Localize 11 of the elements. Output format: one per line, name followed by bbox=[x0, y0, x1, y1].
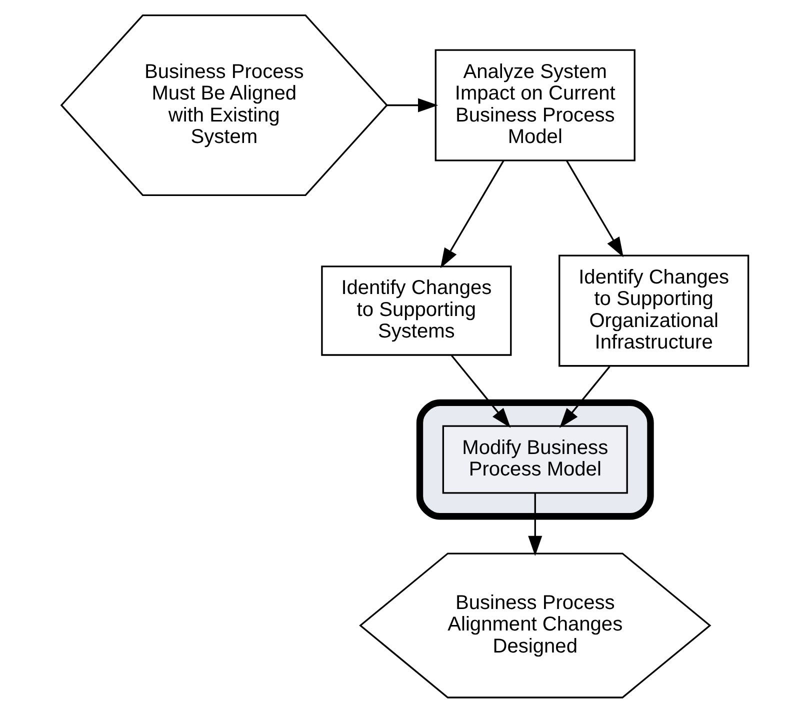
arrow bbox=[528, 493, 542, 556]
arrow bbox=[559, 366, 610, 428]
cluster bbox=[416, 399, 654, 520]
node-box: Identify Changes to Supporting Systems bbox=[320, 266, 512, 356]
node-box: Identify Changes to Supporting Organizational Infrastructure bbox=[558, 254, 749, 367]
arrow bbox=[565, 160, 623, 258]
arrow bbox=[386, 98, 438, 112]
node-box: Analyze System Impact on Current Business Process Model bbox=[434, 49, 635, 162]
arrow bbox=[440, 160, 504, 268]
arrow bbox=[450, 354, 510, 428]
node-box: Modify Business Process Model bbox=[442, 425, 628, 494]
